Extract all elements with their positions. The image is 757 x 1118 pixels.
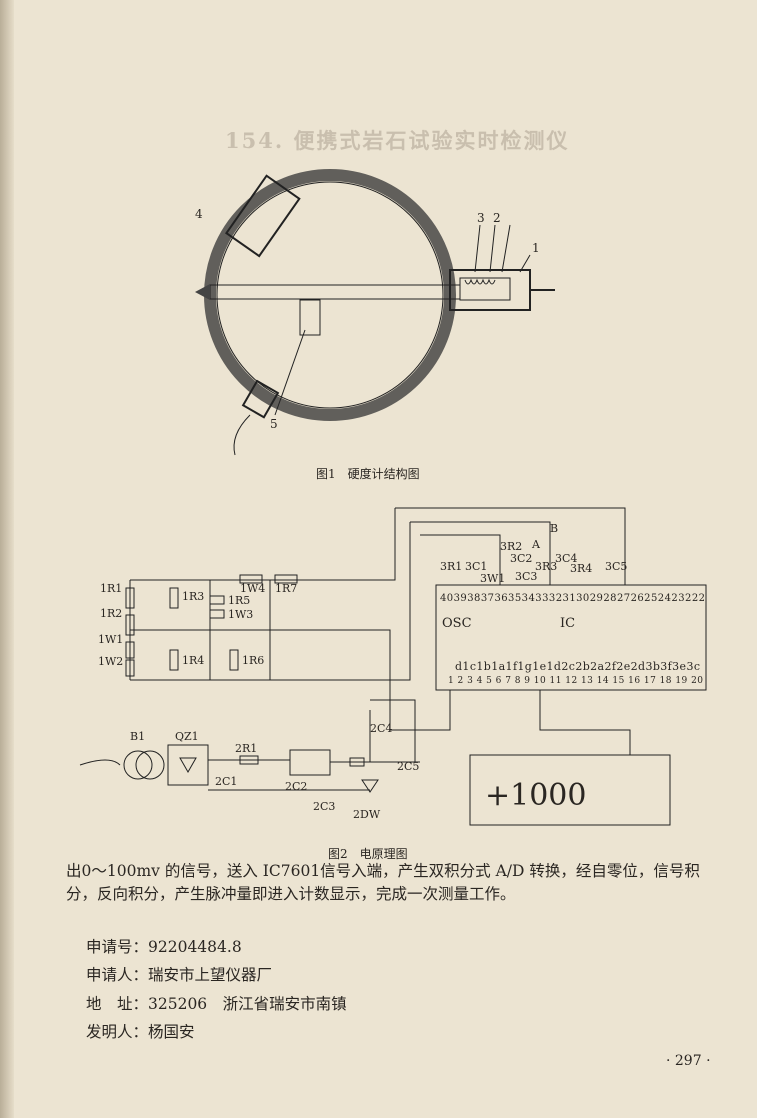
application-number: 申请号：92204484.8 (86, 938, 242, 956)
figure-2-circuit-diagram: +1000 4039383736353433323130292827262524… (79, 507, 707, 826)
label-3c5: 3C5 (605, 560, 627, 573)
label-3r4: 3R4 (570, 562, 592, 575)
label-1r7: 1R7 (275, 582, 297, 595)
label-1r6: 1R6 (242, 654, 264, 667)
ic-bottom-pins: 1 2 3 4 5 6 7 8 9 10 11 12 13 14 15 16 1… (448, 676, 703, 686)
label-3c4: 3C4 (555, 552, 577, 565)
label-3w1: 3W1 (480, 572, 505, 585)
address: 地 址：325206 浙江省瑞安市南镇 (86, 995, 347, 1013)
label-1r1: 1R1 (100, 582, 122, 595)
label-5: 5 (270, 417, 278, 431)
label-2c4: 2C4 (370, 722, 392, 735)
body-paragraph: 出0～100mv 的信号，送入 IC7601信号入端，产生双积分式 A/D 转换… (66, 862, 700, 903)
label-3c3: 3C3 (515, 570, 537, 583)
bleed-through-title: 154. 便携式岩石试验实时检测仪 (225, 128, 570, 153)
label-1w1: 1W1 (98, 633, 123, 646)
figure-1-hardness-tester-diagram: 3 2 1 4 5 (195, 169, 555, 456)
label-2c3: 2C3 (313, 800, 335, 813)
label-1r2: 1R2 (100, 607, 122, 620)
label-3c2: 3C2 (510, 552, 532, 565)
osc-label: OSC (442, 616, 472, 631)
display-readout: +1000 (485, 778, 586, 813)
label-1w4: 1W4 (240, 582, 265, 595)
label-1r5: 1R5 (228, 594, 250, 607)
label-1r3: 1R3 (182, 590, 204, 603)
ic-top-pins: 403938373635343332313029282726252423222 (440, 593, 705, 604)
ic-segment-pins: d1c1b1a1f1g1e1d2c2b2a2f2e2d3b3f3e3c (455, 660, 700, 673)
label-3r2: 3R2 (500, 540, 522, 553)
label-2c2: 2C2 (285, 780, 307, 793)
label-b: B (550, 522, 558, 535)
label-2r1: 2R1 (235, 742, 257, 755)
label-4: 4 (195, 207, 203, 221)
book-spine-shadow (0, 0, 14, 1118)
label-a: A (531, 538, 541, 551)
svg-text:+1000: +1000 (485, 778, 586, 813)
figure-2-caption: 图2 电原理图 (328, 847, 408, 861)
label-2dw: 2DW (353, 808, 381, 821)
label-2c1: 2C1 (215, 775, 237, 788)
label-2: 2 (493, 211, 501, 225)
applicant: 申请人：瑞安市上望仪器厂 (86, 966, 273, 984)
ic-label: IC (560, 616, 575, 631)
label-3c1: 3C1 (465, 560, 487, 573)
figure-1-caption: 图1 硬度计结构图 (316, 467, 420, 481)
inventor: 发明人：杨国安 (86, 1023, 195, 1041)
label-1w2: 1W2 (98, 655, 123, 668)
label-b1: B1 (130, 730, 145, 743)
label-1r4: 1R4 (182, 654, 204, 667)
label-1w3: 1W3 (228, 608, 253, 621)
label-3r3: 3R3 (535, 560, 557, 573)
label-2c5: 2C5 (397, 760, 419, 773)
page-number: · 297 · (666, 1053, 711, 1069)
label-3: 3 (477, 211, 485, 225)
label-1: 1 (532, 241, 540, 255)
label-3r1: 3R1 (440, 560, 462, 573)
label-qz1: QZ1 (175, 730, 199, 743)
